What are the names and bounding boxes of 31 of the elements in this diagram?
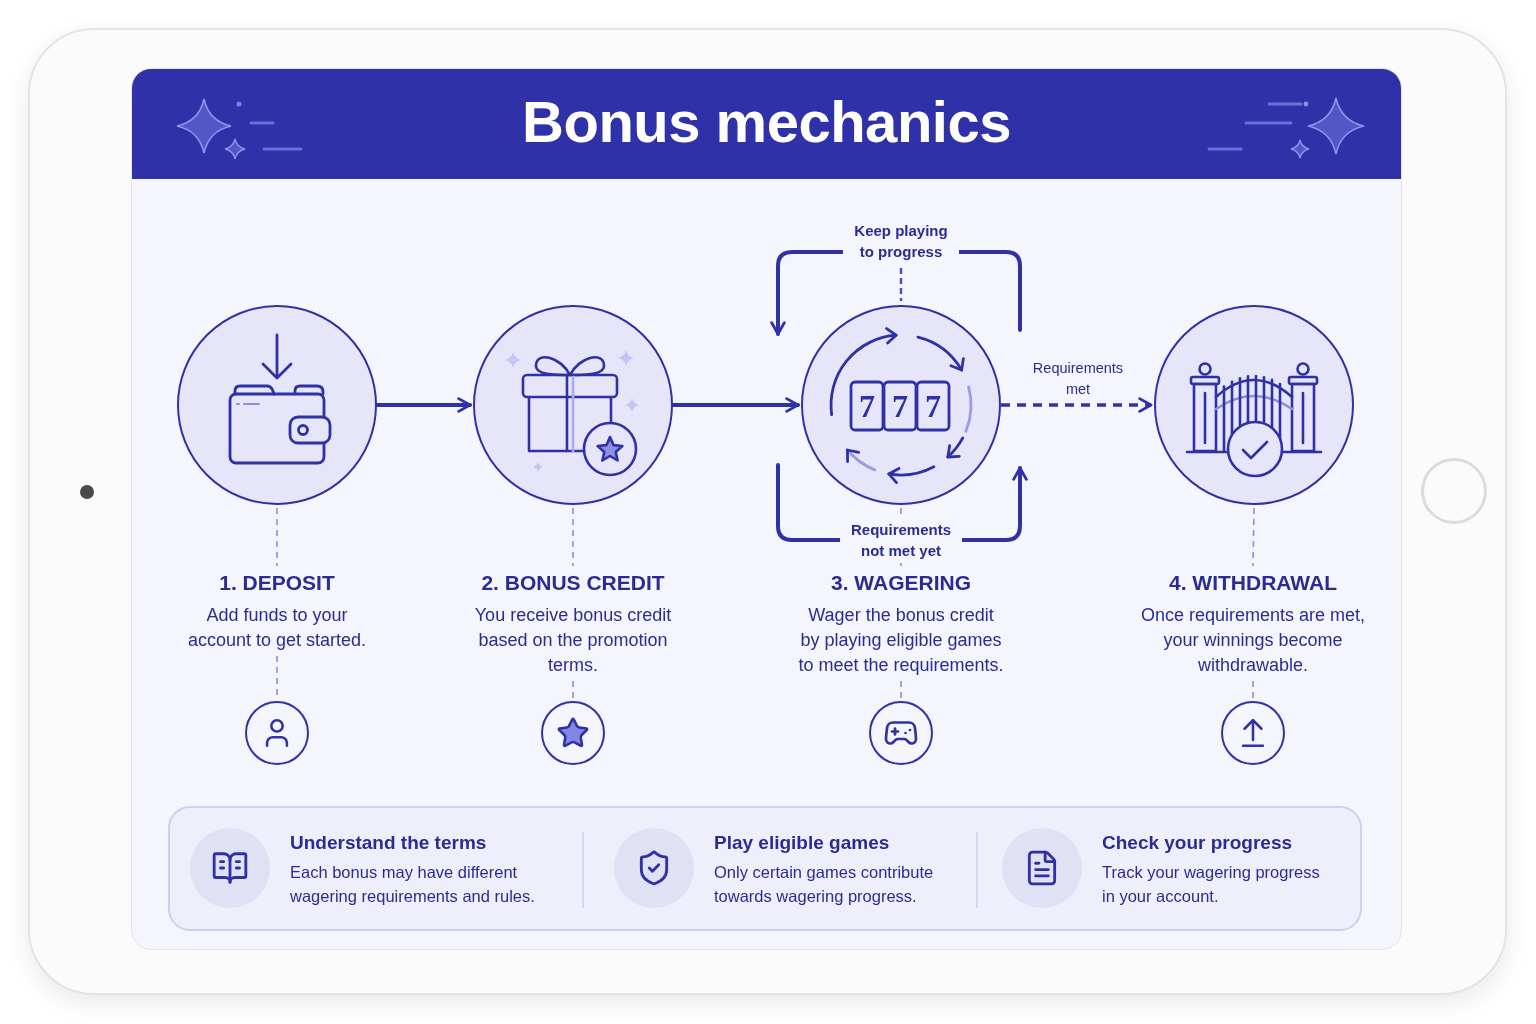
- dashed-connector-line: [276, 507, 278, 567]
- tip-heading: Play eligible games: [714, 831, 890, 855]
- tip-heading: Check your progress: [1102, 831, 1293, 855]
- tip-description: Each bonus may have different wagering requirements and rules.: [290, 862, 536, 907]
- dashed-arrow: [1001, 397, 1153, 413]
- step-description: Add funds to your account to get started.: [186, 604, 368, 652]
- reel-digit: 7: [892, 390, 908, 422]
- step-heading: 2. BONUS CREDIT: [481, 570, 665, 596]
- user-icon: [245, 701, 309, 765]
- gamepad-icon: [869, 701, 933, 765]
- step-heading: 4. WITHDRAWAL: [1169, 570, 1337, 596]
- reel-digit: 7: [925, 390, 941, 422]
- dashed-connector-line: [900, 680, 902, 699]
- title: Bonus mechanics: [522, 89, 1011, 154]
- dashed-connector-line: [572, 507, 574, 567]
- step-description: Wager the bonus credit by playing eligible games to meet the requirements.: [797, 604, 1005, 677]
- tip-description: Only certain games contribute towards wagering progress.: [714, 862, 935, 907]
- tips-panel: [168, 806, 1362, 931]
- tip-description: Track your wagering progress in your account.: [1102, 862, 1321, 907]
- tip-heading: Understand the terms: [290, 831, 487, 855]
- step-description: You receive bonus credit based on the promotion terms.: [473, 604, 673, 677]
- arrow: [375, 397, 472, 413]
- upload-icon: [1221, 701, 1285, 765]
- dashed-connector-line: [1252, 507, 1255, 567]
- step-heading: 3. WAGERING: [831, 570, 971, 596]
- reel-digit: 7: [859, 390, 875, 422]
- step-heading: 1. DEPOSIT: [219, 570, 335, 596]
- arrow: [671, 397, 800, 413]
- dashed-connector-line: [1252, 680, 1254, 699]
- step-description: Once requirements are met, your winnings become withdrawable.: [1139, 604, 1367, 677]
- dashed-connector-line: [572, 680, 574, 699]
